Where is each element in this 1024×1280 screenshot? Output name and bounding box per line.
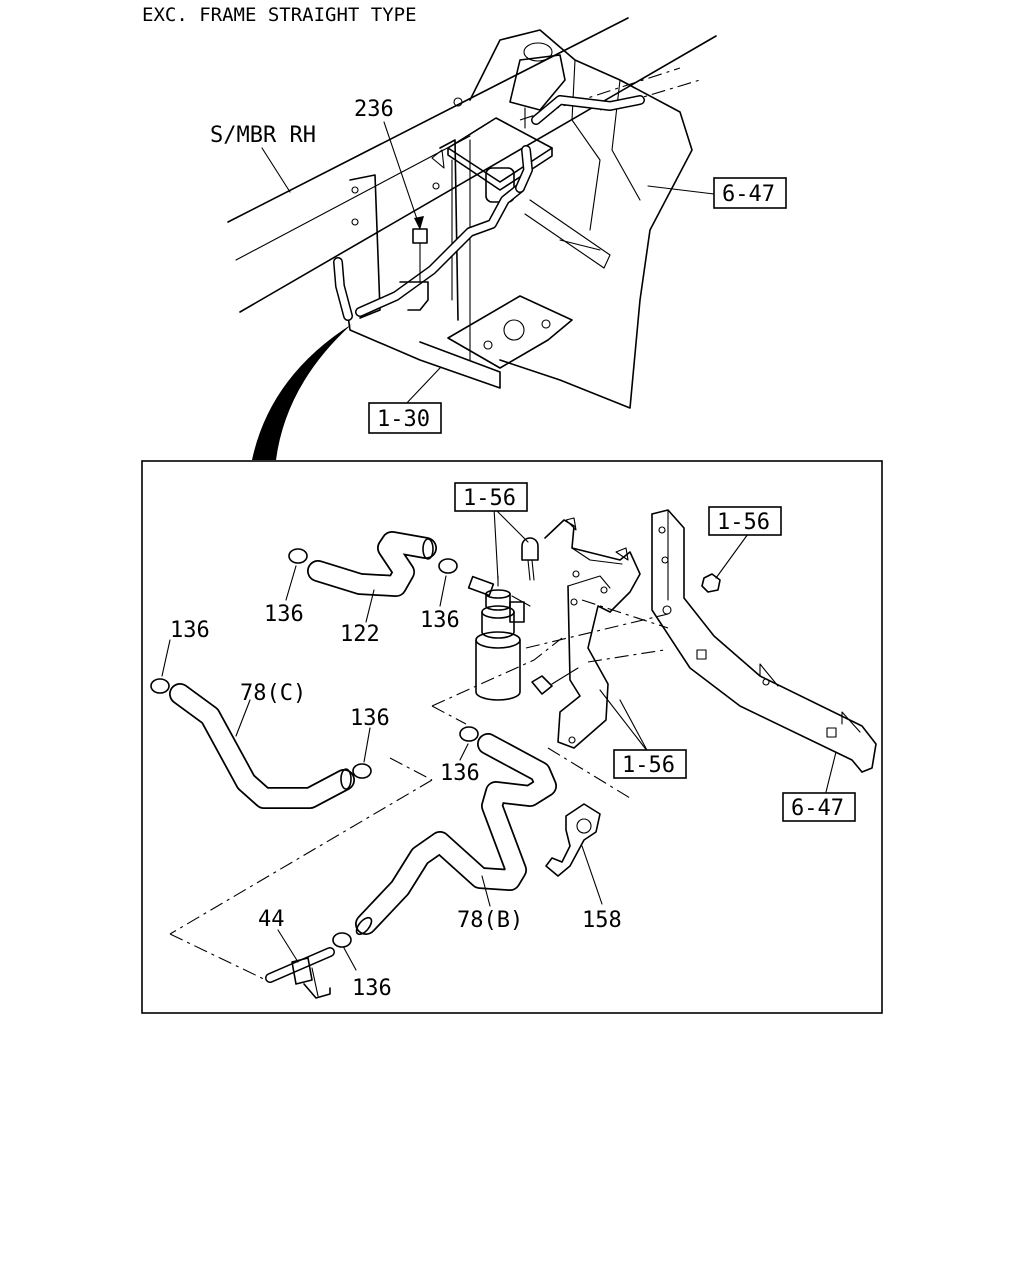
assembly-guide-lines — [169, 599, 669, 983]
ref-6-47-top: 6-47 — [722, 182, 775, 207]
frame-rail-6-47 — [651, 509, 877, 773]
part-label-136-b: 136 — [420, 608, 460, 633]
ref-1-56-b: 1-56 — [717, 510, 770, 535]
connector-44 — [265, 947, 335, 999]
detail-drawing: 1-56 1-56 1-56 6-47 136 122 136 136 78(C… — [150, 482, 877, 1001]
side-member-label: S/MBR RH — [210, 123, 316, 148]
ref-1-56-a: 1-56 — [463, 486, 516, 511]
part-label-136-f: 136 — [352, 976, 392, 1001]
part-label-136-a: 136 — [264, 602, 304, 627]
side-member-rail — [227, 17, 717, 313]
part-label-136-e: 136 — [440, 761, 480, 786]
clip-158 — [545, 803, 601, 877]
detail-frame — [141, 460, 883, 1014]
part-label-122: 122 — [340, 622, 380, 647]
ref-6-47-detail: 6-47 — [791, 796, 844, 821]
detail-leaders — [161, 507, 837, 971]
part-label-78b: 78(B) — [457, 908, 523, 933]
ref-box-1-56-b — [708, 506, 782, 536]
part-label-136-c: 136 — [170, 618, 210, 643]
leader-1-30 — [403, 367, 441, 407]
hose-122 — [307, 531, 437, 597]
ref-box-6-47-top — [713, 177, 787, 209]
part-label-158: 158 — [582, 908, 622, 933]
ref-1-56-c: 1-56 — [622, 753, 675, 778]
hose-78b — [355, 733, 557, 936]
bolt-236-overview — [399, 228, 429, 311]
part-label-44: 44 — [258, 907, 285, 932]
part-label-136-d: 136 — [350, 706, 390, 731]
hose-clamps-136 — [150, 548, 479, 948]
diagram-title: EXC. FRAME STRAIGHT TYPE — [142, 4, 417, 26]
leader-236 — [383, 121, 421, 229]
bolts-detail — [521, 537, 721, 695]
ref-box-6-47-detail — [782, 792, 856, 822]
zoom-arrow — [252, 324, 352, 460]
bracket-1-56 — [544, 517, 641, 749]
part-label-236: 236 — [354, 97, 394, 122]
ref-box-1-56-c — [613, 749, 687, 779]
receiver-dryer — [467, 575, 531, 701]
overview-drawing: 236 S/MBR RH 6-47 1-30 — [210, 17, 787, 460]
leader-6-47-top — [647, 185, 715, 195]
leader-smbr — [261, 147, 291, 193]
hose-78c — [169, 683, 355, 809]
ref-box-1-30 — [368, 402, 442, 434]
ref-1-30: 1-30 — [377, 407, 430, 432]
ref-box-1-56-a — [454, 482, 528, 512]
part-label-78c: 78(C) — [240, 681, 306, 706]
pipe-routing-overview — [333, 95, 645, 321]
